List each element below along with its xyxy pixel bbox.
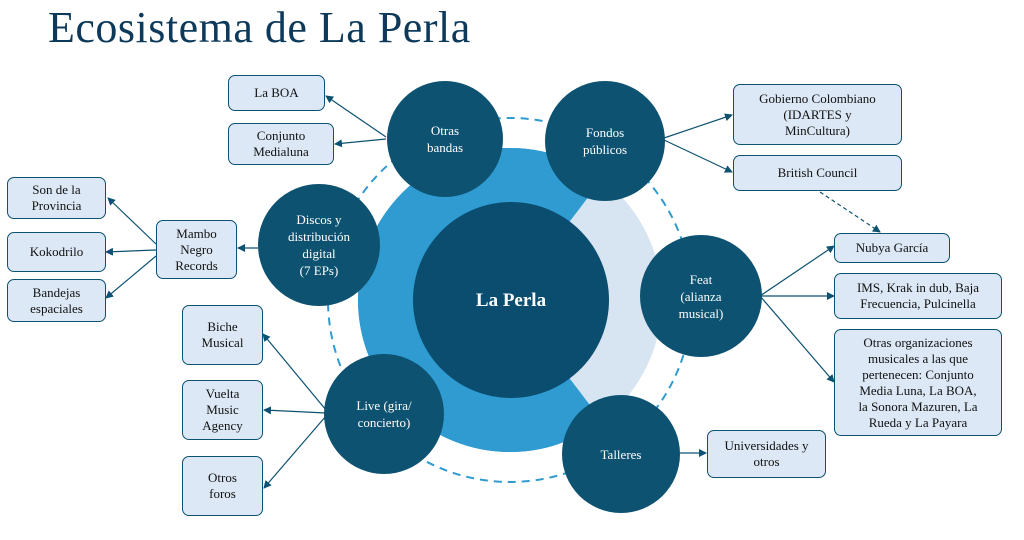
box-mambo-negro: Mambo Negro Records	[156, 220, 237, 279]
box-conjunto-medialuna: Conjunto Medialuna	[228, 123, 334, 165]
page-title: Ecosistema de La Perla	[48, 3, 471, 52]
box-nubya-garcia: Nubya García	[834, 233, 950, 263]
hub-talleres: Talleres	[562, 395, 680, 513]
edge-fondos-british	[663, 139, 733, 173]
edge-mambo-kokodrilo	[105, 247, 157, 256]
edge-mambo-son	[107, 197, 157, 245]
box-biche-musical: Biche Musical	[182, 305, 263, 365]
hub-discos: Discos y distribución digital (7 EPs)	[258, 184, 380, 306]
edge-feat-otras	[759, 295, 835, 383]
box-bandejas: Bandejas espaciales	[7, 279, 106, 322]
box-gobierno: Gobierno Colombiano (IDARTES y MinCultur…	[733, 84, 902, 145]
edge-british-feat	[819, 191, 881, 233]
edge-mambo-bandejas	[105, 255, 157, 299]
center-node: La Perla	[413, 202, 609, 398]
edge-live-biche	[262, 333, 327, 411]
edge-live-vuelta	[263, 406, 327, 415]
hub-otras-bandas: Otras bandas	[387, 81, 503, 197]
box-vuelta-music: Vuelta Music Agency	[182, 380, 263, 440]
edge-otrasbandas-laboa	[325, 95, 387, 138]
box-ims: IMS, Krak in dub, Baja Frecuencia, Pulci…	[834, 273, 1002, 319]
edge-otrasbandas-medialuna	[334, 138, 387, 148]
edge-live-otrosforos	[263, 415, 327, 489]
hub-live: Live (gira/ concierto)	[324, 354, 444, 474]
box-otras-organizaciones: Otras organizaciones musicales a las que…	[834, 329, 1002, 436]
box-otros-foros: Otros foros	[182, 456, 263, 516]
hub-fondos-publicos: Fondos públicos	[545, 81, 665, 201]
hub-feat: Feat (alianza musical)	[640, 235, 762, 357]
box-kokodrilo: Kokodrilo	[7, 232, 106, 272]
edge-feat-nubya	[759, 245, 835, 297]
box-la-boa: La BOA	[228, 75, 325, 111]
box-son-provincia: Son de la Provincia	[7, 177, 106, 219]
box-british-council: British Council	[733, 155, 902, 191]
box-universidades: Universidades y otros	[707, 430, 826, 478]
edge-fondos-gobierno	[663, 113, 733, 139]
